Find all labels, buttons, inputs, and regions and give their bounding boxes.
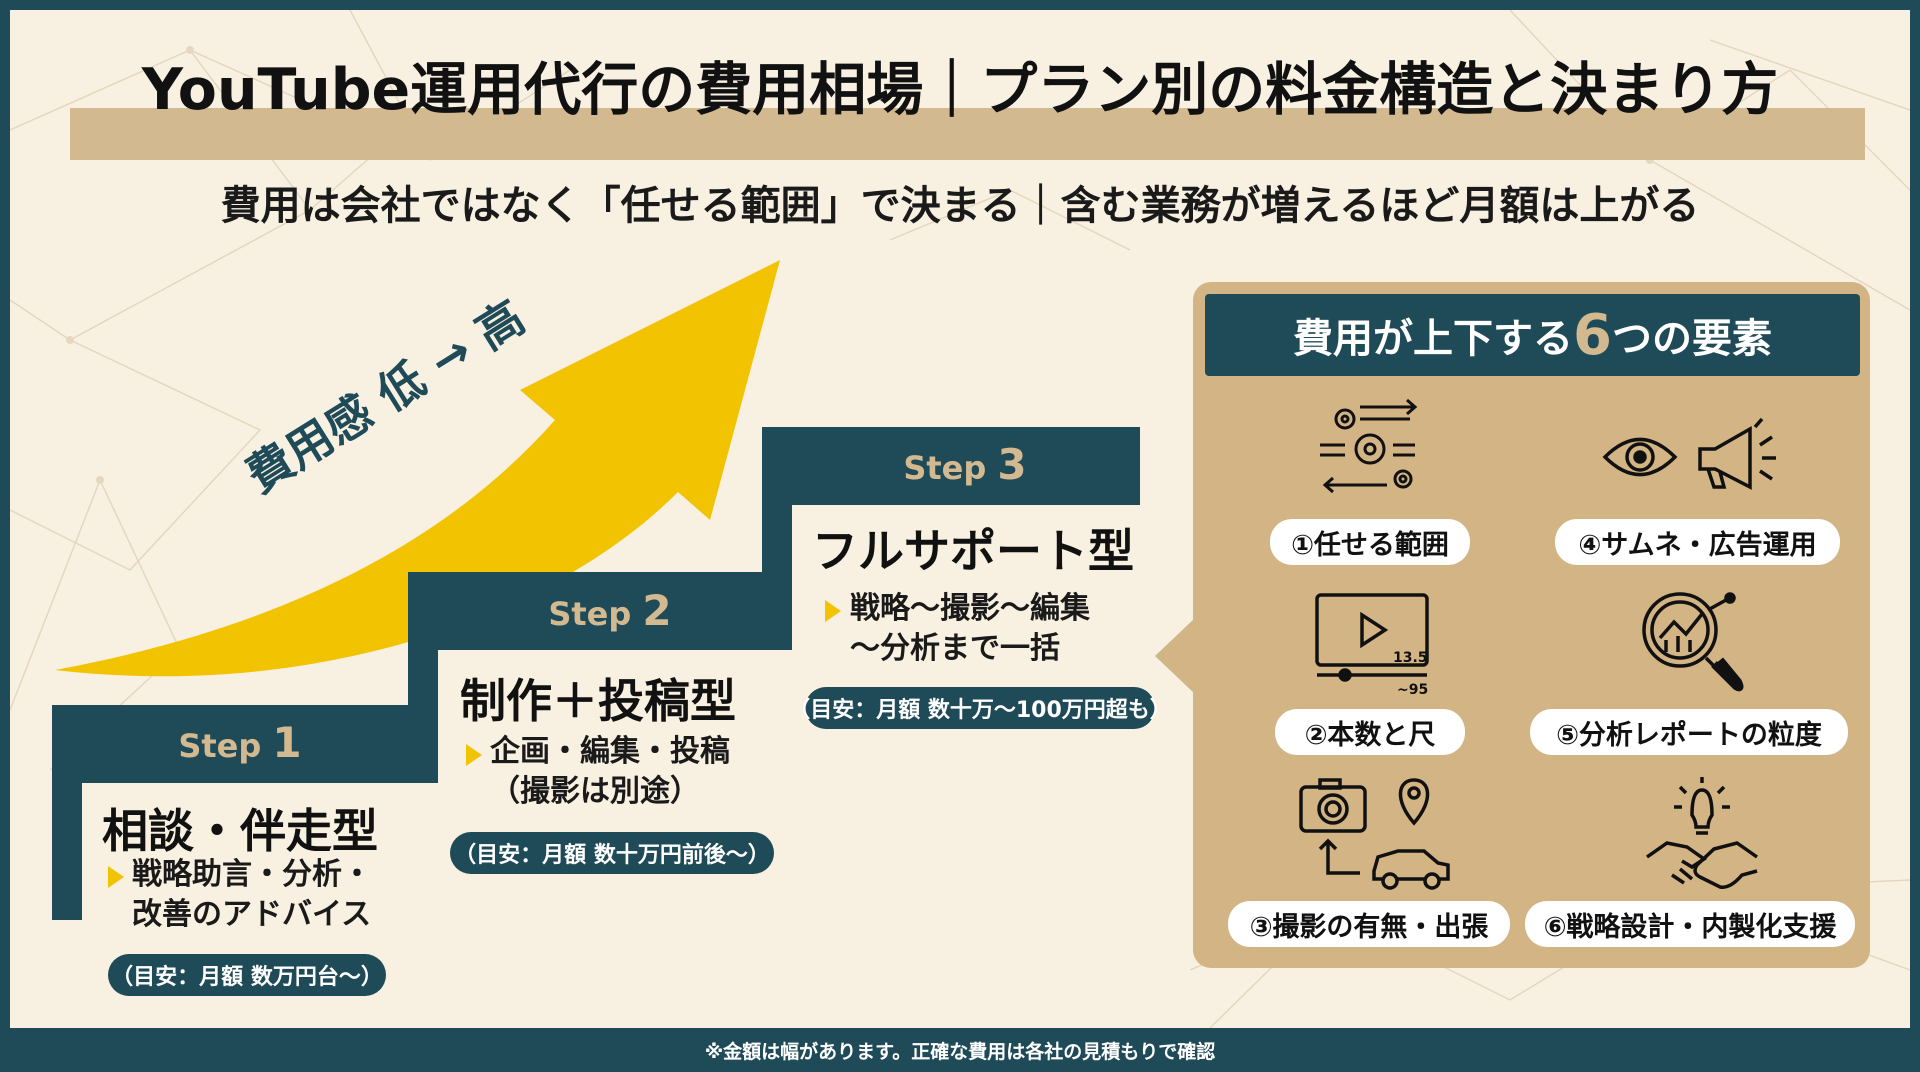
factor-item-1: ①任せる範囲 bbox=[1270, 519, 1470, 565]
factor-item-5: ⑤分析レポートの粒度 bbox=[1530, 709, 1848, 755]
step1-tab bbox=[52, 705, 422, 783]
camera-travel-icon bbox=[1299, 778, 1450, 890]
step3-title: フルサポート型 bbox=[812, 524, 1134, 578]
page-subtitle: 費用は会社ではなく「任せる範囲」で決まる｜含む業務が増えるほど月額は上がる bbox=[220, 183, 1700, 229]
step2-label: Step 2 bbox=[548, 586, 672, 635]
step2-price-badge: （目安：月額 数十万円前後〜） bbox=[450, 832, 774, 874]
eye-megaphone-icon bbox=[1602, 417, 1776, 490]
video-duration-text: 13.5 bbox=[1393, 650, 1428, 666]
step1-price-badge: （目安：月額 数万円台〜） bbox=[108, 954, 386, 996]
cost-increase-arrow bbox=[55, 260, 780, 677]
step2-desc-1: 企画・編集・投稿 bbox=[490, 734, 730, 769]
video-player-icon: 13.5 ~95 bbox=[1315, 593, 1429, 698]
step3-bullet-icon bbox=[825, 600, 841, 622]
magnifier-chart-icon bbox=[1642, 592, 1744, 692]
step2-title: 制作＋投稿型 bbox=[460, 674, 736, 728]
step1-desc-1: 戦略助言・分析・ bbox=[132, 857, 372, 892]
step1-bullet-icon bbox=[108, 866, 124, 888]
factors-panel bbox=[1193, 282, 1870, 968]
title-underline-bar bbox=[70, 108, 1865, 160]
step2-riser bbox=[408, 572, 438, 783]
step3-tab bbox=[762, 427, 1140, 505]
footer-note-bar: ※金額は幅があります。正確な費用は各社の見積もりで確認 bbox=[0, 1028, 1920, 1072]
video-length-text: ~95 bbox=[1397, 682, 1428, 698]
step2-tab bbox=[408, 572, 778, 650]
step1-desc-2: 改善のアドバイス bbox=[132, 897, 372, 932]
footer-note: ※金額は幅があります。正確な費用は各社の見積もりで確認 bbox=[704, 1040, 1216, 1063]
factor-item-4: ④サムネ・広告運用 bbox=[1555, 519, 1840, 565]
step3-price-badge: （目安：月額 数十万〜100万円超も） bbox=[788, 687, 1172, 729]
panel-pointer bbox=[1155, 618, 1195, 694]
factor-item-3: ③撮影の有無・出張 bbox=[1228, 901, 1510, 947]
step1-title: 相談・伴走型 bbox=[102, 804, 378, 858]
step1-label: Step 1 bbox=[178, 718, 302, 767]
handshake-bulb-icon bbox=[1645, 777, 1759, 889]
step3-desc-2: 〜分析まで一括 bbox=[850, 631, 1060, 666]
step1-riser bbox=[52, 705, 82, 920]
step3-riser bbox=[762, 427, 792, 650]
step2-bullet-icon bbox=[466, 744, 482, 766]
infographic-canvas: YouTube運用代行の費用相場｜プラン別の料金構造と決まり方 費用は会社ではな… bbox=[10, 10, 1910, 1028]
step2-desc-2: （撮影は別途） bbox=[490, 774, 700, 809]
factor-item-2: ②本数と尺 bbox=[1275, 709, 1465, 755]
step3-desc-1: 戦略〜撮影〜編集 bbox=[850, 591, 1090, 626]
factor-item-6: ⑥戦略設計・内製化支援 bbox=[1525, 901, 1855, 947]
gears-arrows-icon bbox=[1320, 398, 1418, 494]
page-title: YouTube運用代行の費用相場｜プラン別の料金構造と決まり方 bbox=[141, 57, 1779, 123]
step3-label: Step 3 bbox=[903, 440, 1027, 489]
